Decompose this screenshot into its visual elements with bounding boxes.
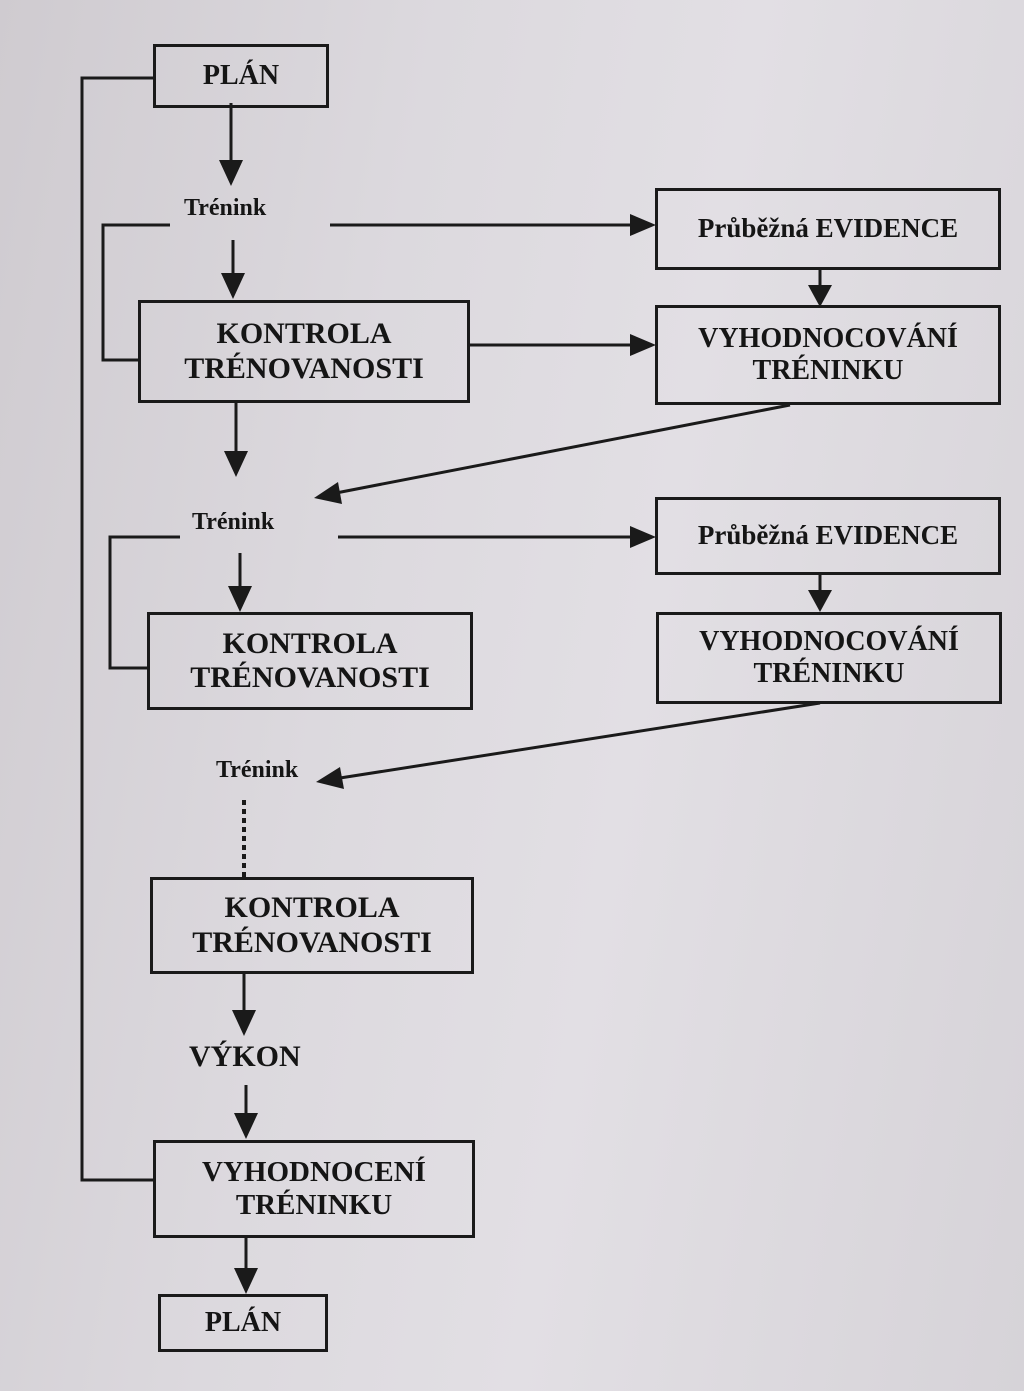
arrowhead [221, 273, 245, 299]
arrowhead [228, 586, 252, 612]
arrowhead [630, 214, 656, 236]
trenink-label-1: Trénink [184, 195, 267, 221]
kontrola-box-2: KONTROLA TRÉNOVANOSTI [147, 612, 473, 710]
vyhodnocovani-box-2: VYHODNOCOVÁNÍ TRÉNINKU [656, 612, 1002, 704]
feedback-loop-line [80, 76, 153, 1182]
evidence-box-2: Průběžná EVIDENCE [655, 497, 1001, 575]
kontrola-box-1: KONTROLA TRÉNOVANOSTI [138, 300, 470, 403]
arrowhead [316, 767, 344, 789]
trenink-label-2: Trénink [192, 509, 275, 535]
plan-bottom-box: PLÁN [158, 1294, 328, 1352]
vyhodnoceni-box: VYHODNOCENÍ TRÉNINKU [153, 1140, 475, 1238]
arrowhead [808, 590, 832, 612]
arrowhead [219, 160, 243, 186]
vyhodnocovani-box-1: VYHODNOCOVÁNÍ TRÉNINKU [655, 305, 1001, 405]
arrowhead [234, 1113, 258, 1139]
arrowhead [314, 482, 342, 504]
edge-vyhodnocovani1-trenink2 [335, 403, 791, 495]
vykon-label: VÝKON [189, 1040, 301, 1073]
edge-vyhodnocovani2-trenink3 [339, 701, 821, 780]
arrowhead [630, 334, 656, 356]
bracket-line-1 [101, 223, 170, 362]
arrowhead [224, 451, 248, 477]
arrowhead [808, 285, 832, 307]
plan-top-box: PLÁN [153, 44, 329, 108]
bracket-line-2 [108, 535, 180, 670]
arrowhead [630, 526, 656, 548]
arrowhead [232, 1010, 256, 1036]
kontrola-box-3: KONTROLA TRÉNOVANOSTI [150, 877, 474, 974]
trenink-label-3: Trénink [216, 757, 299, 783]
evidence-box-1: Průběžná EVIDENCE [655, 188, 1001, 270]
arrowhead [234, 1268, 258, 1294]
